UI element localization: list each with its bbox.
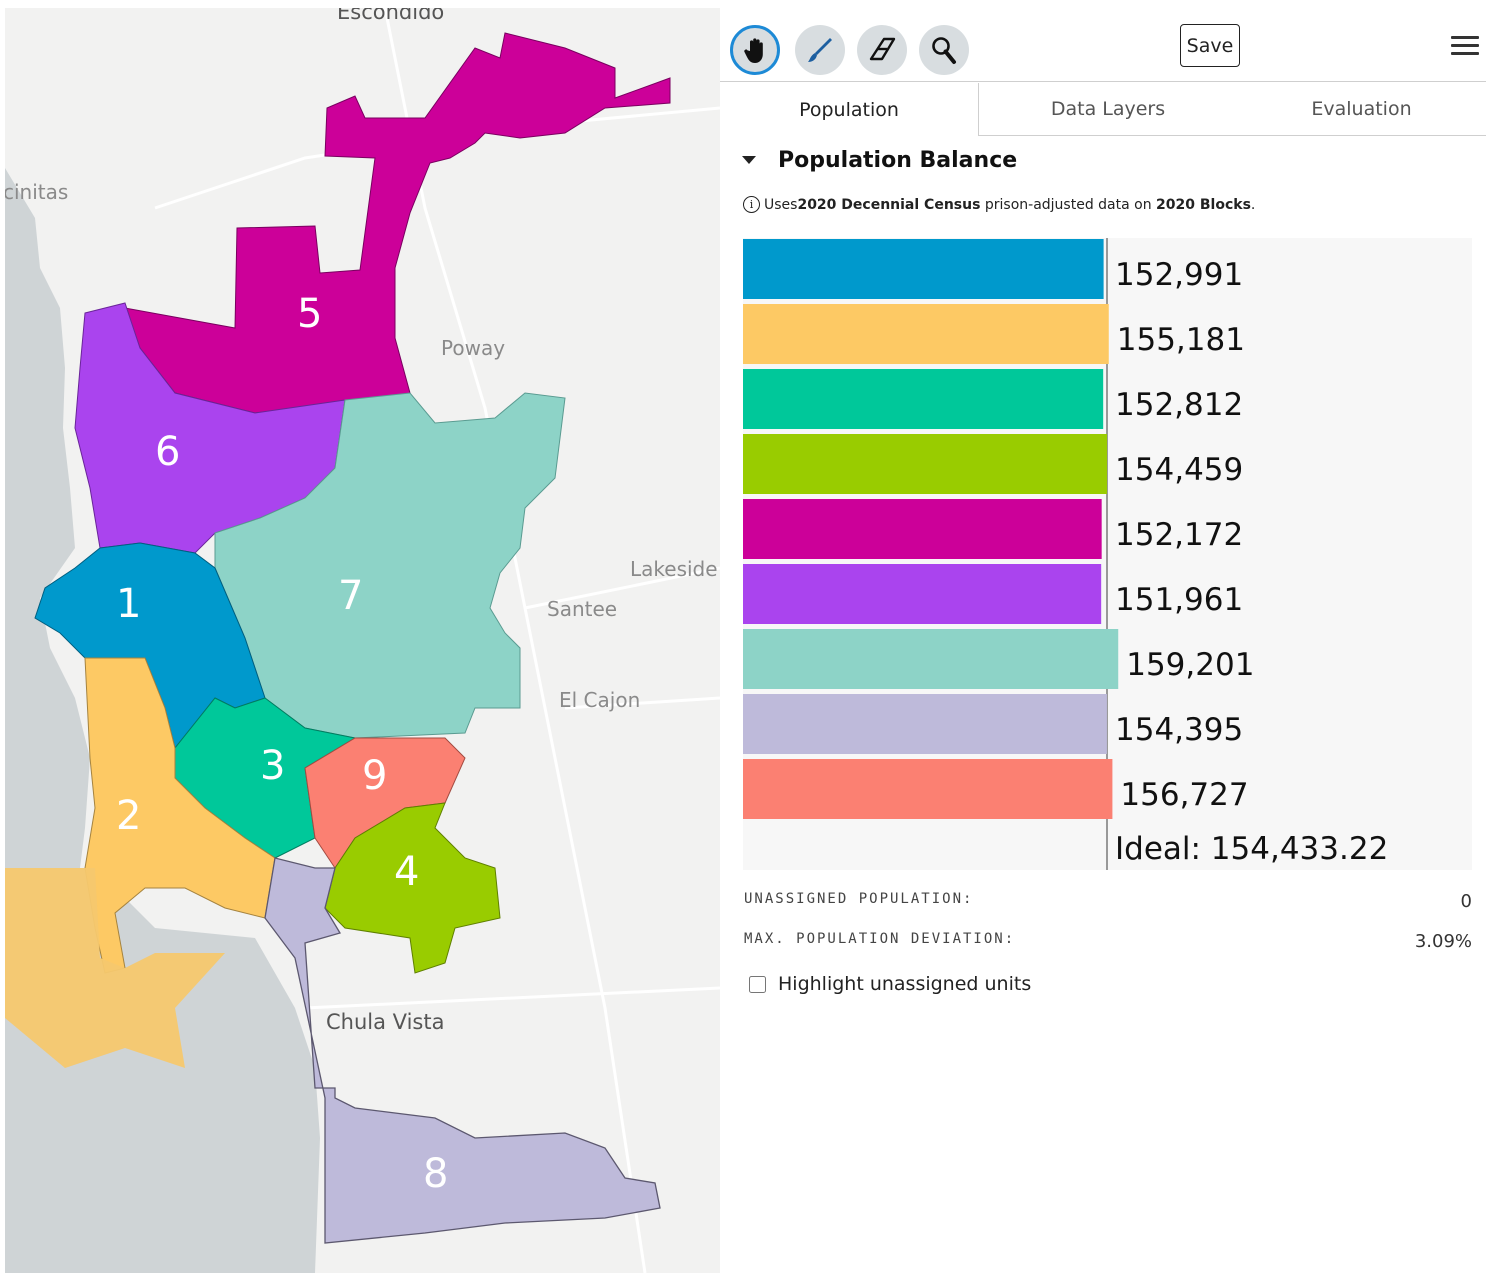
district-label-4: 4 (394, 849, 420, 895)
highlight-unassigned-option[interactable]: Highlight unassigned units (749, 973, 1031, 995)
brush-icon (808, 38, 832, 62)
info-dataset: 2020 Decennial Census (797, 196, 981, 213)
unassigned-population-label: UNASSIGNED POPULATION: (744, 891, 974, 907)
bar-label-district-1: 152,991 (1115, 257, 1243, 293)
district-7-shape[interactable] (214, 392, 566, 739)
district-label-8: 8 (423, 1151, 449, 1197)
save-button[interactable]: Save (1180, 24, 1240, 67)
bar-label-district-5: 152,172 (1115, 517, 1243, 553)
district-label-5: 5 (297, 291, 323, 337)
place-label-santee: Santee (547, 597, 618, 621)
district-label-7: 7 (338, 573, 364, 619)
bar-district-1 (743, 239, 1104, 299)
tab-bar: Population Data Layers Evaluation (720, 83, 1486, 136)
place-label-chula-vista: Chula Vista (326, 1010, 445, 1034)
bar-district-6 (743, 564, 1102, 624)
tab-evaluation[interactable]: Evaluation (1237, 83, 1486, 136)
bar-district-5 (743, 499, 1102, 559)
bar-district-2 (743, 304, 1109, 364)
magnifier-icon (932, 37, 956, 64)
max-deviation-row: MAX. POPULATION DEVIATION: 3.09% (744, 931, 1472, 952)
bar-district-3 (743, 369, 1104, 429)
place-label-poway: Poway (441, 336, 506, 360)
ideal-label: Ideal: 154,433.22 (1115, 831, 1388, 867)
bar-district-7 (743, 629, 1119, 689)
pan-tool-button[interactable] (730, 25, 780, 75)
bar-chart-canvas: 152,991 155,181 152,812 154,459 152,172 151,9… (743, 238, 1388, 870)
bar-label-district-9: 156,727 (1120, 777, 1248, 813)
district-4-shape[interactable] (324, 802, 501, 974)
brush-tool-button[interactable] (795, 25, 845, 75)
district-5-shape[interactable] (124, 32, 671, 414)
district-8-shape[interactable] (264, 857, 661, 1244)
info-icon: i (743, 196, 760, 213)
unassigned-population-row: UNASSIGNED POPULATION: 0 (744, 891, 1472, 912)
district-2-bay-shape (5, 868, 225, 1068)
inspect-tool-button[interactable] (919, 25, 969, 75)
population-balance-chart: 152,991 155,181 152,812 154,459 152,172 151,9… (743, 238, 1472, 870)
bar-district-9 (743, 759, 1113, 819)
info-units: 2020 Blocks (1156, 196, 1251, 213)
bar-label-district-6: 151,961 (1115, 582, 1243, 618)
side-panel: Save Population Data Layers Evaluation P… (720, 0, 1492, 1273)
hamburger-icon[interactable] (1451, 36, 1479, 58)
caret-down-icon (742, 156, 756, 164)
place-label-el-cajon: El Cajon (559, 688, 641, 712)
eraser-icon (869, 37, 896, 61)
population-balance-toggle[interactable]: Population Balance (742, 144, 1017, 176)
bar-label-district-8: 154,395 (1115, 712, 1243, 748)
map-canvas[interactable] (5, 8, 720, 1273)
district-label-3: 3 (260, 743, 286, 789)
place-label-lakeside: Lakeside (630, 557, 718, 581)
bar-label-district-4: 154,459 (1115, 452, 1243, 488)
info-prefix: Uses (764, 196, 798, 213)
section-title: Population Balance (778, 147, 1018, 173)
district-label-6: 6 (155, 429, 181, 475)
eraser-tool-button[interactable] (857, 25, 907, 75)
tab-data-layers[interactable]: Data Layers (979, 83, 1237, 136)
hand-icon (744, 38, 763, 63)
tab-population[interactable]: Population (720, 83, 979, 136)
info-middle: prison-adjusted data on (980, 196, 1157, 213)
max-deviation-label: MAX. POPULATION DEVIATION: (744, 931, 1016, 947)
ocean (5, 168, 90, 868)
district-label-9: 9 (362, 753, 388, 799)
bar-label-district-7: 159,201 (1126, 647, 1254, 683)
bar-district-8 (743, 694, 1107, 754)
toolbar: Save (720, 8, 1486, 82)
bar-district-4 (743, 434, 1108, 494)
unassigned-population-value: 0 (1460, 891, 1472, 912)
district-label-2: 2 (116, 793, 142, 839)
max-deviation-value: 3.09% (1414, 931, 1472, 952)
place-label-encinitas: cinitas (5, 180, 69, 204)
bar-label-district-2: 155,181 (1117, 322, 1245, 358)
bar-label-district-3: 152,812 (1115, 387, 1243, 423)
district-map[interactable]: Escondido cinitas Poway Lakeside Santee … (5, 8, 720, 1273)
highlight-unassigned-label: Highlight unassigned units (778, 973, 1032, 995)
place-label-escondido: Escondido (337, 8, 445, 24)
info-suffix: . (1250, 196, 1256, 213)
district-label-1: 1 (116, 581, 142, 627)
data-source-note: i Uses 2020 Decennial Census prison-adju… (743, 196, 1255, 213)
highlight-unassigned-checkbox[interactable] (749, 975, 766, 993)
